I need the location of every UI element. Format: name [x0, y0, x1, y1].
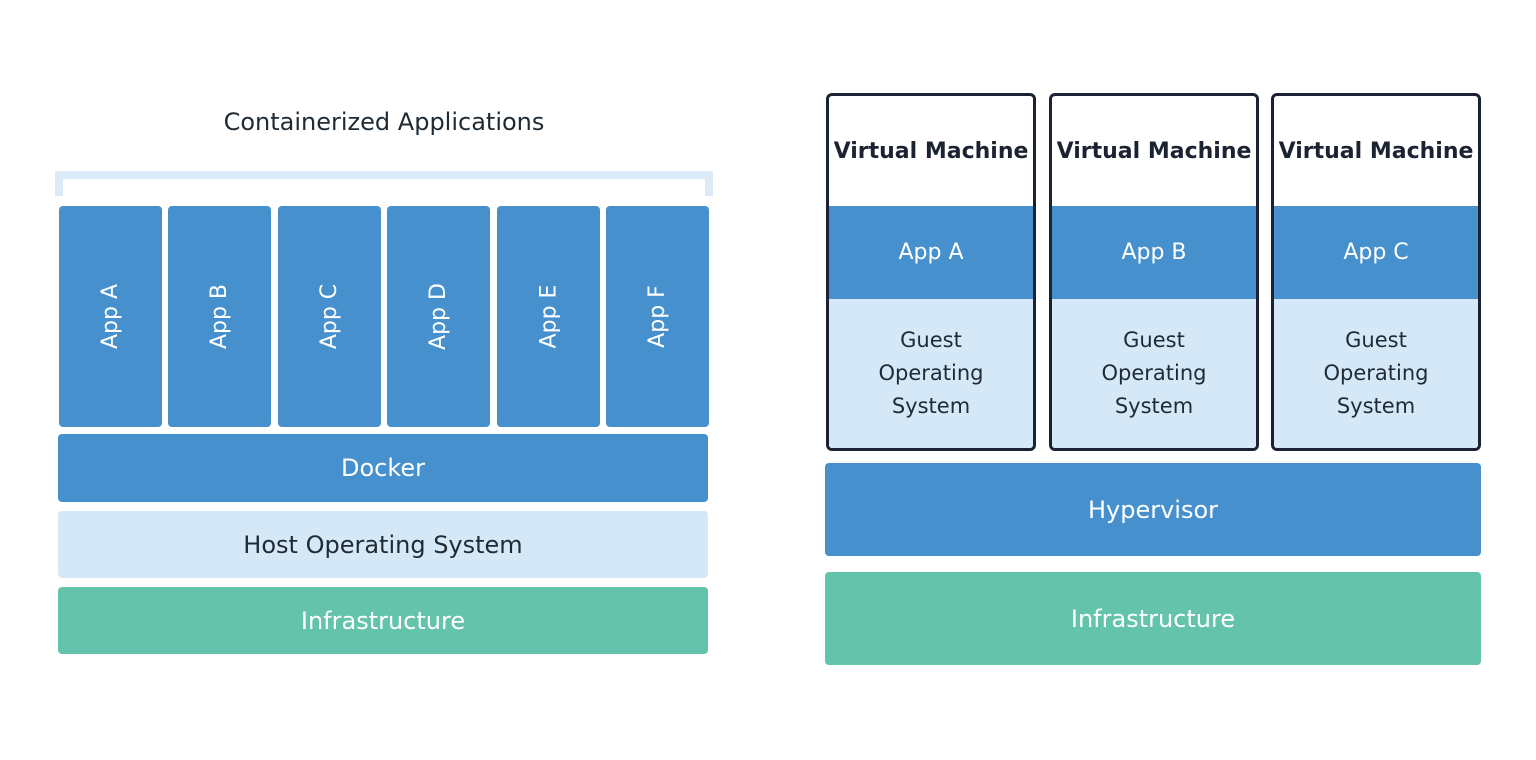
guest-os-line: Guest — [900, 328, 962, 352]
container-app-a: App A — [59, 206, 162, 427]
virtual-machine-3: Virtual Machine App C Guest Operating Sy… — [1271, 93, 1481, 451]
container-app-d: App D — [387, 206, 490, 427]
guest-os-line: System — [891, 394, 971, 418]
virtual-machine-1: Virtual Machine App A Guest Operating Sy… — [826, 93, 1036, 451]
guest-os: Guest Operating System — [1274, 299, 1478, 448]
docker-layer: Docker — [58, 434, 708, 502]
containerized-diagram: Containerized Applications App A App B A… — [55, 108, 713, 654]
vm-title: Virtual Machine — [833, 138, 1029, 164]
vm-app: App A — [829, 206, 1033, 299]
container-app-label: App C — [317, 283, 342, 350]
guest-os-line: Guest — [1123, 328, 1185, 352]
hypervisor-layer: Hypervisor — [825, 463, 1481, 556]
vm-title: Virtual Machine — [1056, 138, 1252, 164]
vm-app: App C — [1274, 206, 1478, 299]
vm-title: Virtual Machine — [1278, 138, 1474, 164]
container-app-e: App E — [497, 206, 600, 427]
container-app-label: App D — [425, 283, 451, 350]
guest-os: Guest Operating System — [1052, 299, 1256, 448]
container-app-label: App E — [536, 284, 561, 349]
container-infrastructure-layer: Infrastructure — [58, 587, 708, 654]
vm-diagram: Virtual Machine App A Guest Operating Sy… — [768, 0, 1536, 760]
container-app-label: App F — [644, 285, 670, 348]
container-app-label: App B — [206, 283, 232, 350]
guest-os-line: Operating — [1101, 361, 1207, 385]
guest-os-line: Guest — [1345, 328, 1407, 352]
guest-os-line: System — [1114, 394, 1194, 418]
container-app-label: App A — [98, 283, 123, 350]
vm-infrastructure-layer: Infrastructure — [825, 572, 1481, 665]
apps-bracket — [55, 171, 713, 196]
container-app-b: App B — [168, 206, 271, 427]
container-app-f: App F — [606, 206, 709, 427]
containerized-title: Containerized Applications — [223, 108, 545, 136]
guest-os-line: Operating — [1323, 361, 1429, 385]
guest-os: Guest Operating System — [829, 299, 1033, 448]
virtual-machine-2: Virtual Machine App B Guest Operating Sy… — [1049, 93, 1259, 451]
container-app-c: App C — [278, 206, 381, 427]
host-os-layer: Host Operating System — [58, 511, 708, 578]
guest-os-line: Operating — [878, 361, 984, 385]
guest-os-line: System — [1336, 394, 1416, 418]
vm-app: App B — [1052, 206, 1256, 299]
